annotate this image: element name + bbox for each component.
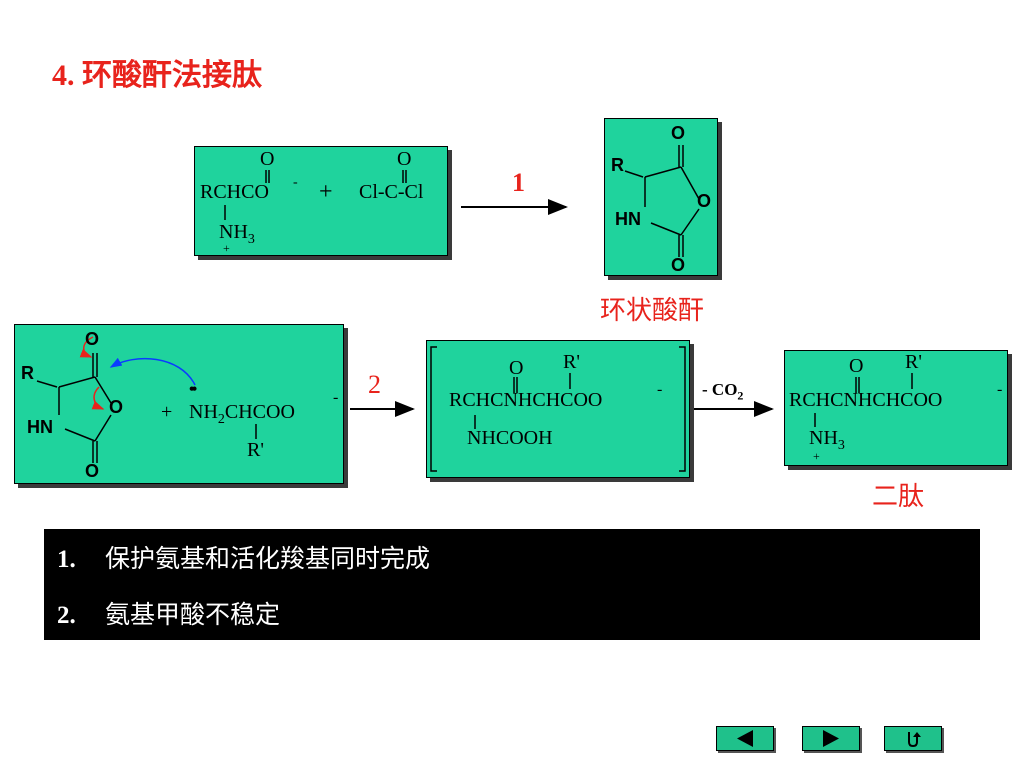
anhydride-hn: HN <box>615 209 641 229</box>
step1-label: 1 <box>512 168 525 197</box>
anhydride-o-bottom: O <box>671 255 686 275</box>
next-button[interactable] <box>802 726 860 751</box>
previous-icon <box>737 730 753 747</box>
page-title: 4. 环酸酐法接肽 <box>52 59 262 92</box>
dipeptide-box: O R' RCHCNHCHCOO - NH3 + <box>784 350 1008 466</box>
intermediate-charge-minus: - <box>657 381 663 398</box>
intermediate-box: O R' RCHCNHCHCOO - NHCOOH <box>426 340 690 478</box>
step2-label: 2 <box>368 370 381 399</box>
anhydride-o-top: O <box>671 123 686 143</box>
step2-reactants-box: O R O HN O + •• NH2CHCOO - R' <box>14 324 344 484</box>
dipeptide-charge-minus: - <box>997 381 1003 398</box>
step2-anhydride-o-top: O <box>85 329 100 349</box>
reactants-bonds <box>224 170 407 220</box>
aminoacid-formula: RCHCO <box>200 181 269 203</box>
phosgene-o: O <box>397 148 412 170</box>
dipeptide-amino-group: NH3 <box>809 427 845 453</box>
reactants-box: O RCHCO - NH3 + + O Cl-C-Cl <box>194 146 448 256</box>
intermediate-r: R' <box>563 351 580 373</box>
intermediate-bonds <box>430 346 686 472</box>
anhydride-product-box: O R O HN O <box>604 118 718 276</box>
amine-charge-minus: - <box>333 389 339 406</box>
amine-side-chain: R' <box>247 439 264 461</box>
step2-anhydride-o-bottom: O <box>85 461 100 481</box>
amine-formula: NH2CHCOO <box>189 401 295 427</box>
lone-pair-dots: •• <box>189 381 197 398</box>
next-icon <box>823 730 839 747</box>
carbamic-acid-group: NHCOOH <box>467 427 553 449</box>
dipeptide-r: R' <box>905 351 922 373</box>
anhydride-label: 环状酸酐 <box>600 296 705 325</box>
step2-anhydride-r: R <box>21 363 34 383</box>
intermediate-formula: RCHCNHCHCOO <box>449 389 603 411</box>
carbonyl-o: O <box>260 148 275 170</box>
notes-panel: 1.保护氨基和活化羧基同时完成 2.氨基甲酸不稳定 <box>44 529 980 640</box>
charge-minus: - <box>293 175 298 190</box>
plus-sign: + <box>319 179 333 205</box>
co2-loss-label: - CO2 <box>702 380 744 403</box>
return-icon <box>908 732 921 748</box>
anhydride-r: R <box>611 155 624 175</box>
step2-ring <box>36 336 257 463</box>
anhydride-o-ring: O <box>697 191 712 211</box>
charge-plus: + <box>223 241 230 255</box>
note-item: 1.保护氨基和活化羧基同时完成 <box>57 546 431 573</box>
dipeptide-label: 二肽 <box>872 482 925 511</box>
dipeptide-charge-plus: + <box>813 449 820 463</box>
phosgene-formula: Cl-C-Cl <box>359 181 424 203</box>
intermediate-o: O <box>509 357 524 379</box>
dipeptide-o: O <box>849 355 864 377</box>
step2-anhydride-hn: HN <box>27 417 53 437</box>
step2-anhydride-o-ring: O <box>109 397 124 417</box>
step2-plus: + <box>161 401 173 423</box>
dipeptide-bonds <box>814 373 913 427</box>
dipeptide-formula: RCHCNHCHCOO <box>789 389 943 411</box>
amino-group: NH3 <box>219 221 255 247</box>
anhydride-ring <box>624 145 700 257</box>
previous-button[interactable] <box>716 726 774 751</box>
return-button[interactable] <box>884 726 942 751</box>
note-item: 2.氨基甲酸不稳定 <box>57 602 281 629</box>
